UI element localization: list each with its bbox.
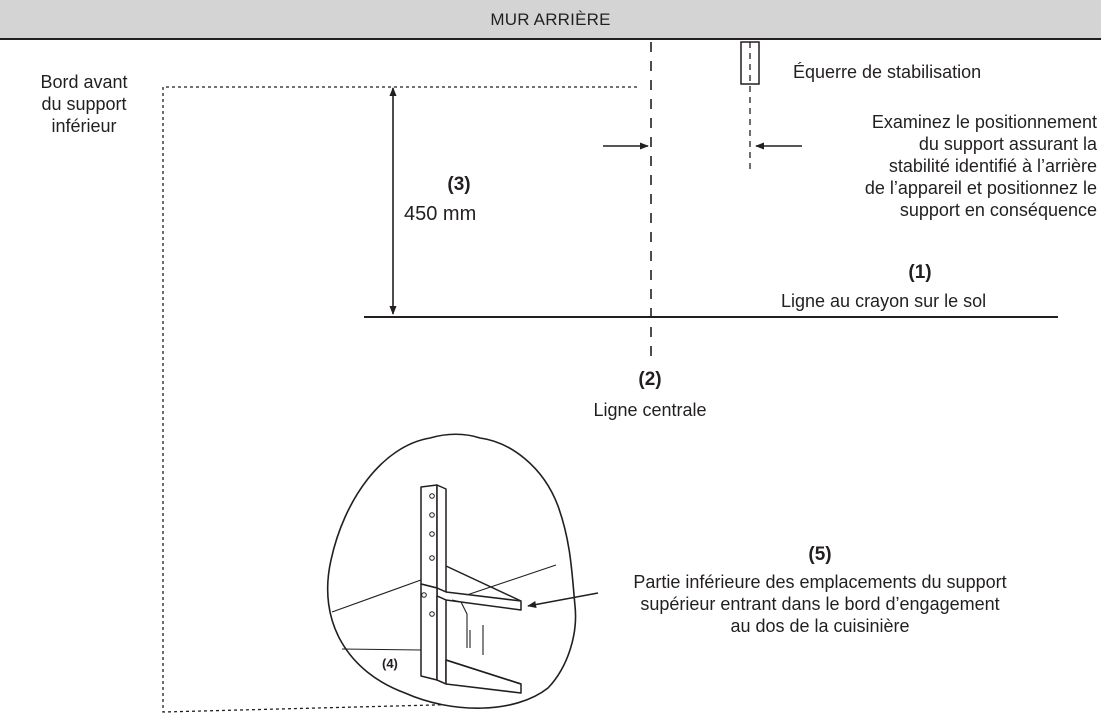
examine-line-4: de l’appareil et positionnez le — [864, 178, 1097, 198]
detail-label: Partie inférieure des emplacements du su… — [584, 571, 1056, 637]
center-line-label: Ligne centrale — [593, 400, 707, 420]
front-edge-line-2: du support — [41, 94, 127, 114]
angled-support-bracket — [420, 484, 522, 694]
center-line-number: (2) — [638, 369, 662, 390]
detail-line-3: au dos de la cuisinière — [730, 616, 910, 636]
detail-leader-arrow — [527, 592, 599, 609]
floor-line-front — [341, 648, 422, 651]
detail-number: (5) — [808, 544, 832, 565]
detail-line-2: supérieur entrant dans le bord d’engagem… — [640, 594, 1000, 614]
detail-line-1: Partie inférieure des emplacements du su… — [633, 572, 1007, 592]
examine-line-1: Examinez le positionnement — [871, 112, 1097, 132]
examine-line-3: stabilité identifié à l’arrière — [888, 156, 1097, 176]
inset-number: (4) — [382, 656, 398, 671]
dimension-number: (3) — [447, 174, 471, 195]
dimension-value: 450 mm — [404, 203, 477, 225]
bracket-label: Équerre de stabilisation — [793, 62, 982, 82]
pencil-line-number: (1) — [908, 262, 932, 283]
pencil-line-label: Ligne au crayon sur le sol — [781, 291, 987, 311]
front-edge-line-3: inférieur — [51, 116, 117, 136]
floor-line-left — [331, 575, 433, 613]
rear-wall-bar — [0, 0, 1101, 40]
rear-wall-label: MUR ARRIÈRE — [490, 10, 611, 29]
front-edge-line-1: Bord avant — [40, 72, 128, 92]
front-edge-label: Bord avant du support inférieur — [28, 71, 140, 137]
detail-inset-outline — [326, 433, 577, 709]
screw-holes — [421, 493, 435, 617]
examine-line-5: support en conséquence — [899, 200, 1097, 220]
examine-line-2: du support assurant la — [918, 134, 1097, 154]
examine-label: Examinez le positionnement du support as… — [780, 111, 1097, 221]
front-edge-dotted-line — [162, 86, 637, 713]
